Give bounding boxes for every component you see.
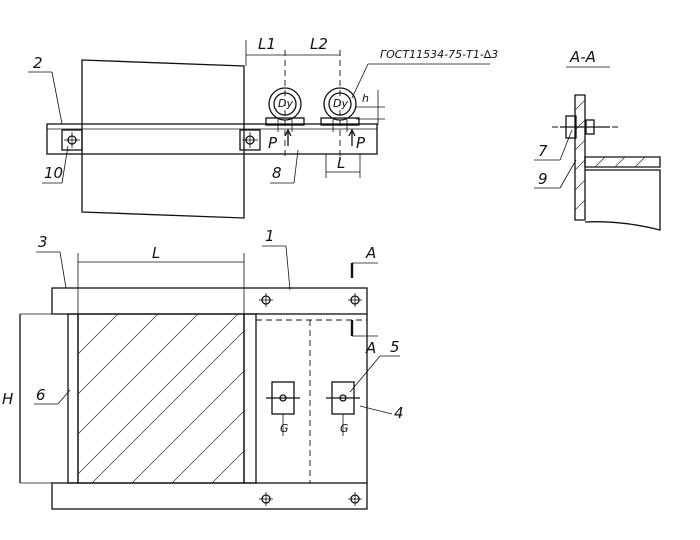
p-right-label: P <box>356 134 366 152</box>
callout-6: 6 <box>36 386 46 404</box>
support-beam <box>46 123 378 155</box>
p-left-label: P <box>268 134 278 152</box>
callout-10: 10 <box>44 164 63 182</box>
section-horizontal-flange <box>584 156 661 168</box>
front-right-plate <box>243 313 257 484</box>
callout-9: 9 <box>538 170 548 188</box>
front-clamp-left: G <box>266 381 300 436</box>
section-mark-top: А <box>365 244 376 262</box>
front-bottom-bar <box>51 482 368 510</box>
section-duct-body <box>584 169 661 231</box>
dim-bottom-h-label: H <box>2 390 13 408</box>
top-view: L1 L2 ГОСТ11534-75-Т1-∆3 h Dy Dy P P L 2… <box>28 35 498 219</box>
g-left-label: G <box>280 422 289 435</box>
dy-left-label: Dy <box>278 97 293 110</box>
section-vertical-plate <box>574 94 586 221</box>
bolt-plate-middle <box>239 129 261 151</box>
dim-l1-label: L1 <box>258 35 276 53</box>
standard-note: ГОСТ11534-75-Т1-∆3 <box>380 48 498 61</box>
front-hatched-panel <box>77 313 245 484</box>
callout-7: 7 <box>538 142 548 160</box>
front-top-bar <box>51 287 368 315</box>
panel-hatching <box>77 313 245 484</box>
section-title: А-А <box>569 48 596 66</box>
front-left-frame <box>67 313 79 484</box>
dim-top-l-label: L <box>337 154 345 172</box>
callout-4: 4 <box>394 404 404 422</box>
callout-5: 5 <box>390 338 400 356</box>
section-view-a-a: А-А 7 9 <box>534 48 661 231</box>
callout-2: 2 <box>33 54 43 72</box>
front-view: G G L H А А 3 1 6 <box>2 227 404 510</box>
dim-h-label: h <box>362 92 369 105</box>
callout-3: 3 <box>38 233 48 251</box>
g-right-label: G <box>340 422 349 435</box>
section-mark-bottom: А <box>365 339 376 357</box>
dy-right-label: Dy <box>333 97 348 110</box>
dim-bottom-l-label: L <box>152 244 160 262</box>
duct-outline <box>81 59 245 219</box>
callout-8: 8 <box>272 164 282 182</box>
bolt-plate-left <box>61 129 83 151</box>
front-clamp-right: G <box>326 381 360 436</box>
callout-1: 1 <box>265 227 275 245</box>
dim-l2-label: L2 <box>310 35 328 53</box>
front-bolts <box>259 293 362 506</box>
